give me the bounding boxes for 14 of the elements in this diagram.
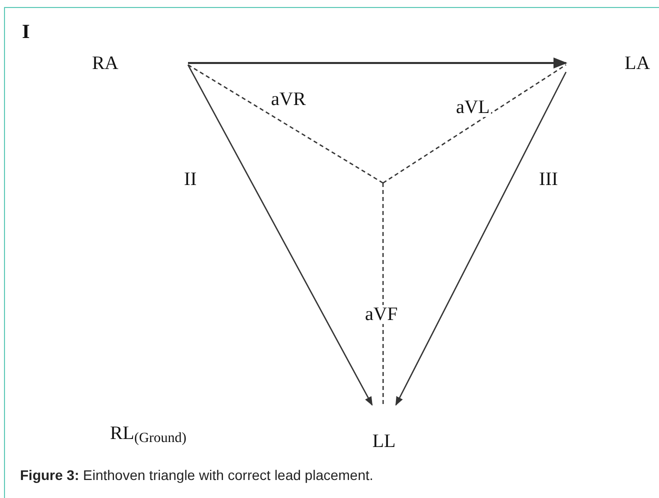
arrow	[395, 72, 567, 406]
figure-caption: Figure 3: Einthoven triangle with correct lead placement.	[20, 466, 374, 485]
electrode-label: RA	[92, 54, 118, 72]
electrode-label: RL$_{(Ground)}$	[110, 424, 186, 442]
electrode-label: LL	[372, 432, 396, 451]
arrow	[187, 64, 373, 406]
dashed-line	[382, 64, 566, 184]
lead-label: aVF	[364, 305, 399, 324]
dashed-line	[382, 183, 384, 405]
lead-label: I	[22, 22, 30, 42]
dashed-line	[188, 64, 384, 184]
electrode-label: LA	[624, 54, 650, 72]
arrow	[188, 57, 568, 69]
lead-label: aVL	[455, 98, 491, 117]
